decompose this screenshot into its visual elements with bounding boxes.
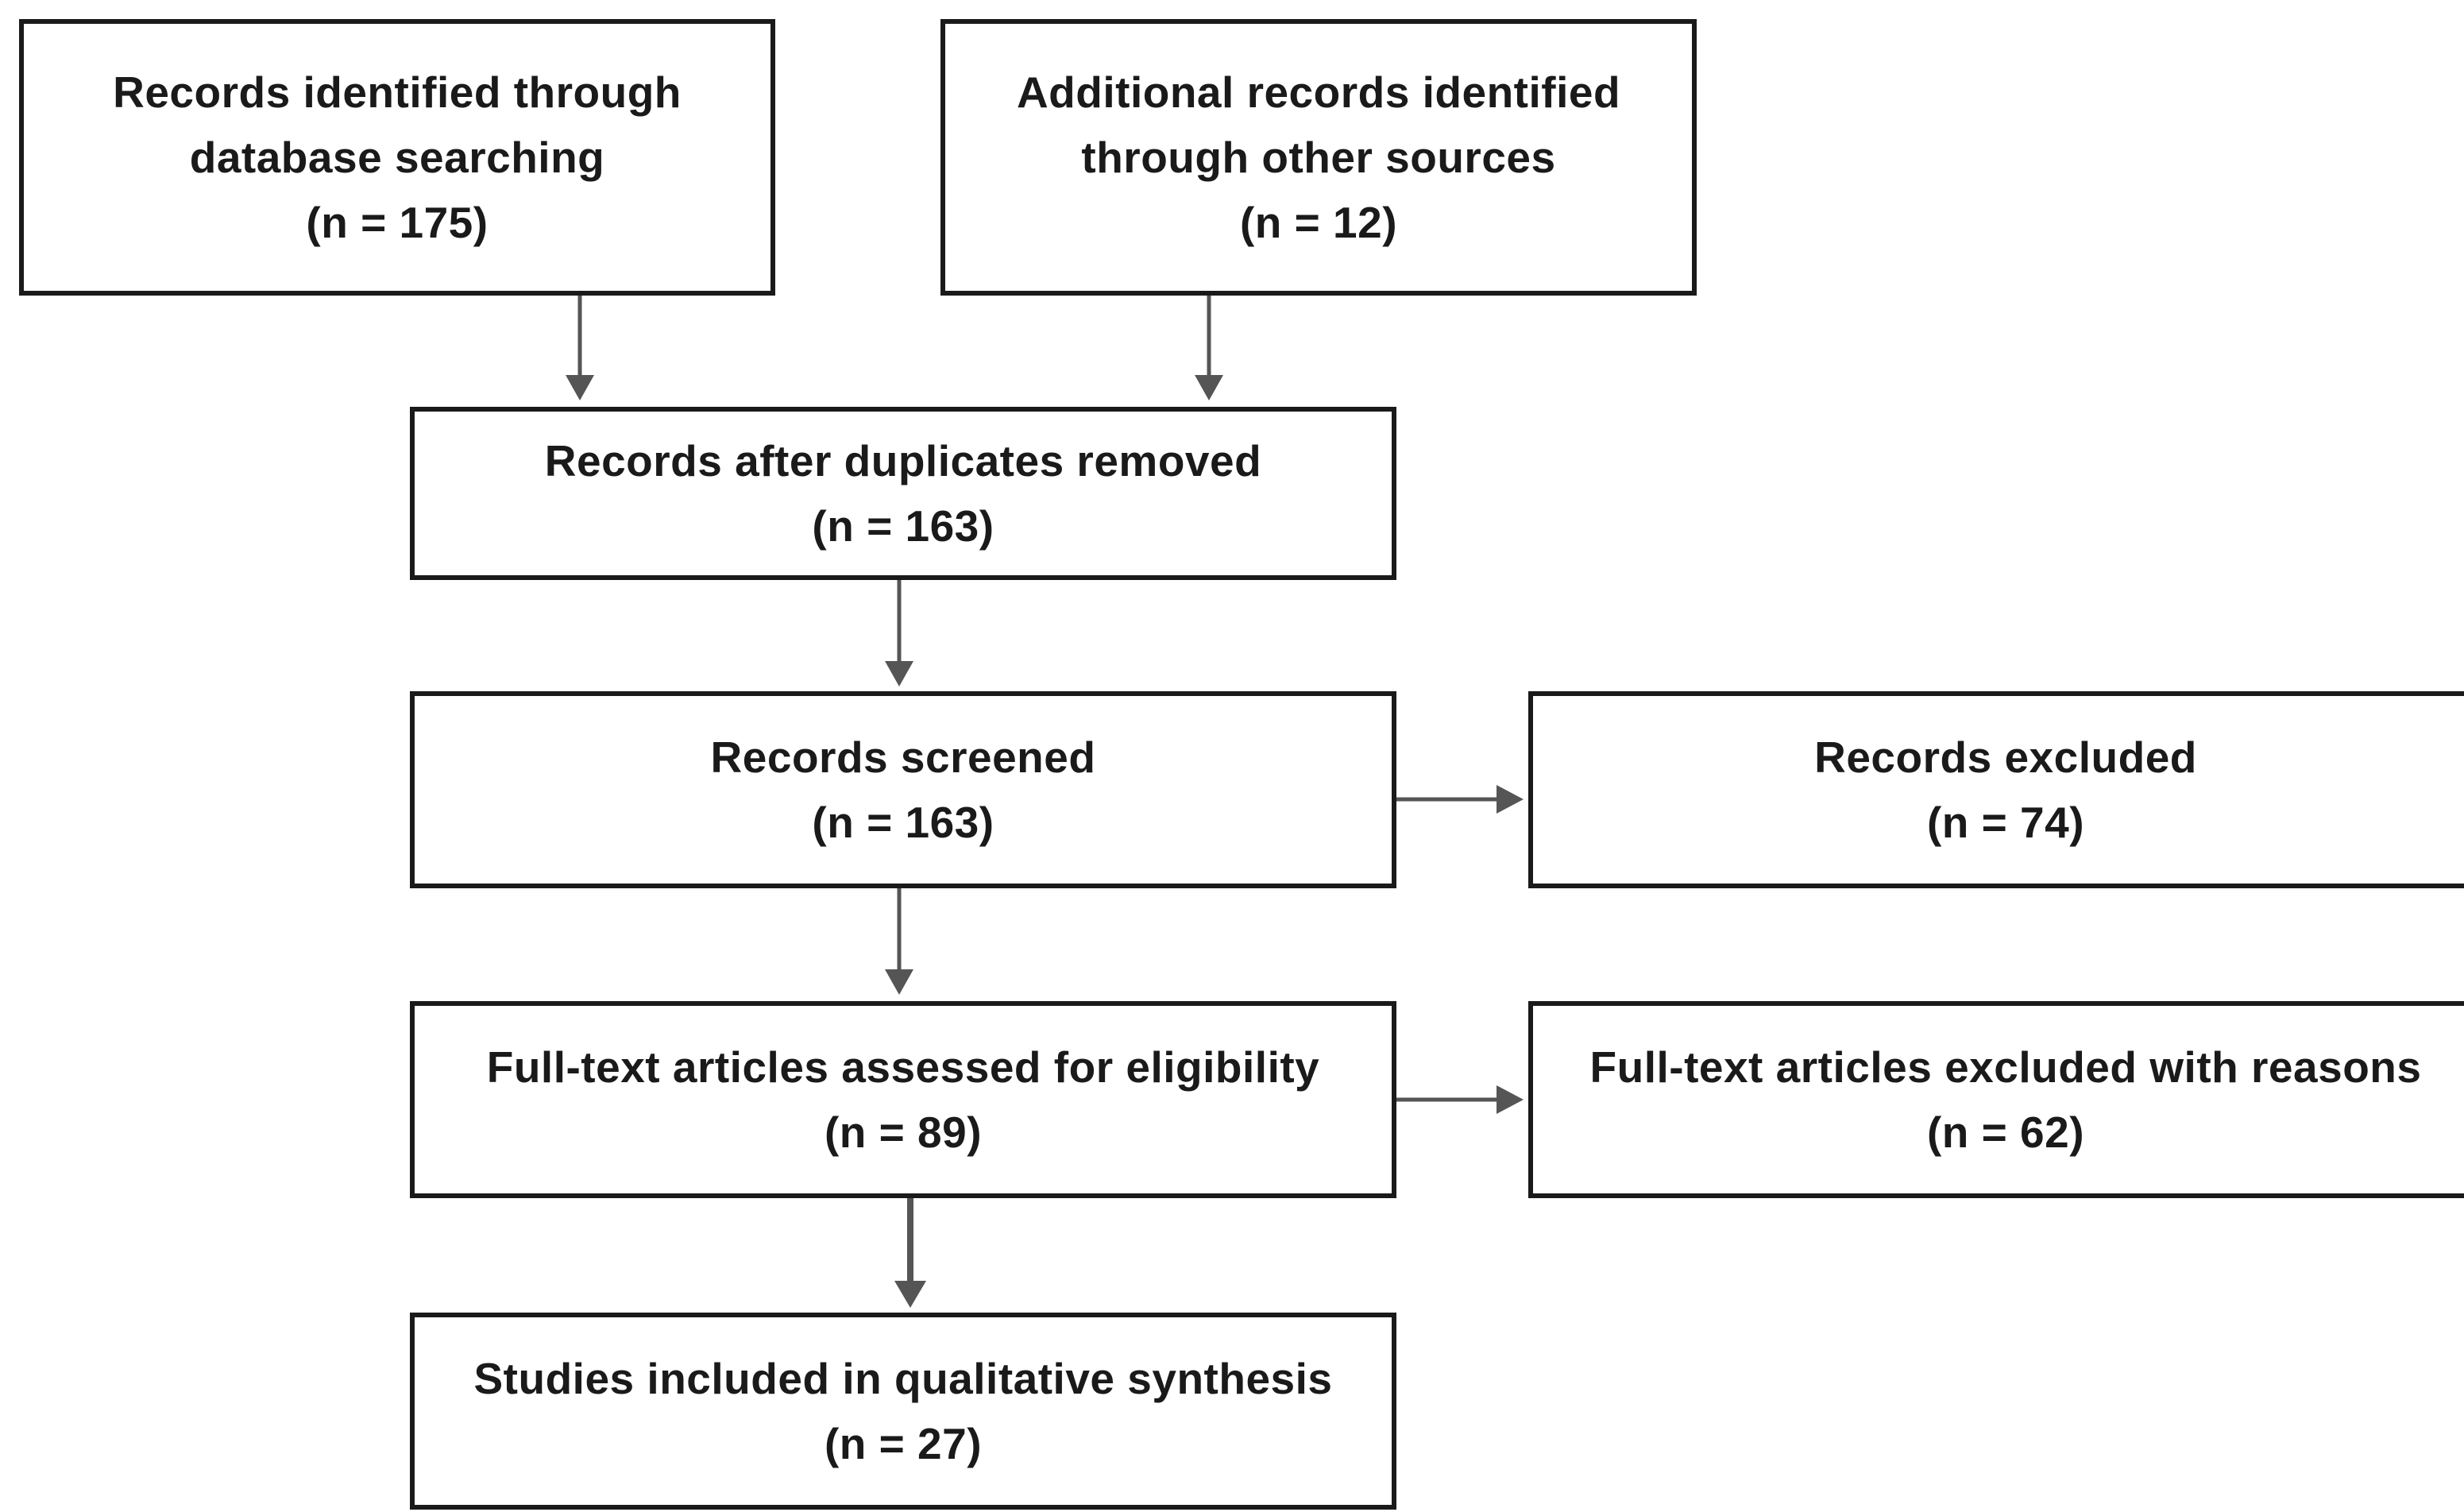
records-after-duplicates-box: Records after duplicates removed (n = 16… bbox=[410, 407, 1396, 580]
box-text-line: Full-text articles assessed for eligibil… bbox=[486, 1042, 1320, 1092]
box-count: (n = 89) bbox=[824, 1108, 983, 1157]
arrow-screened-to-excluded bbox=[1396, 785, 1524, 814]
box-text-line: Records after duplicates removed bbox=[544, 436, 1262, 485]
box-count: (n = 62) bbox=[1926, 1108, 2085, 1157]
records-identified-database-box: Records identified through database sear… bbox=[19, 19, 775, 296]
box-text-line: Full-text articles excluded with reasons bbox=[1589, 1042, 2422, 1092]
arrow-duplicates-to-screened bbox=[885, 580, 913, 686]
records-screened-box: Records screened (n = 163) bbox=[410, 691, 1396, 888]
box-count: (n = 163) bbox=[812, 798, 994, 847]
arrow-fulltext-to-ftexcluded bbox=[1396, 1085, 1524, 1114]
box-text-line: Studies included in qualitative synthesi… bbox=[473, 1354, 1333, 1403]
fulltext-assessed-box: Full-text articles assessed for eligibil… bbox=[410, 1001, 1396, 1198]
arrow-fulltext-to-included bbox=[894, 1198, 926, 1308]
studies-included-box: Studies included in qualitative synthesi… bbox=[410, 1313, 1396, 1510]
fulltext-excluded-box: Full-text articles excluded with reasons… bbox=[1528, 1001, 2464, 1198]
records-identified-other-sources-box: Additional records identified through ot… bbox=[940, 19, 1697, 296]
box-count: (n = 175) bbox=[306, 198, 489, 247]
arrow-screened-to-fulltext bbox=[885, 888, 913, 995]
box-text-line: database searching bbox=[189, 133, 605, 182]
arrow-other-to-duplicates bbox=[1195, 296, 1223, 400]
arrow-database-to-duplicates bbox=[566, 296, 594, 400]
box-text-line: Records screened bbox=[710, 733, 1096, 782]
box-text-line: Additional records identified bbox=[1016, 68, 1621, 117]
box-text-line: through other sources bbox=[1081, 133, 1556, 182]
box-text-line: Records excluded bbox=[1814, 733, 2197, 782]
box-count: (n = 27) bbox=[824, 1419, 983, 1468]
records-excluded-box: Records excluded (n = 74) bbox=[1528, 691, 2464, 888]
box-text-line: Records identified through bbox=[113, 68, 682, 117]
box-count: (n = 12) bbox=[1239, 198, 1398, 247]
box-count: (n = 163) bbox=[812, 501, 994, 551]
box-count: (n = 74) bbox=[1926, 798, 2085, 847]
